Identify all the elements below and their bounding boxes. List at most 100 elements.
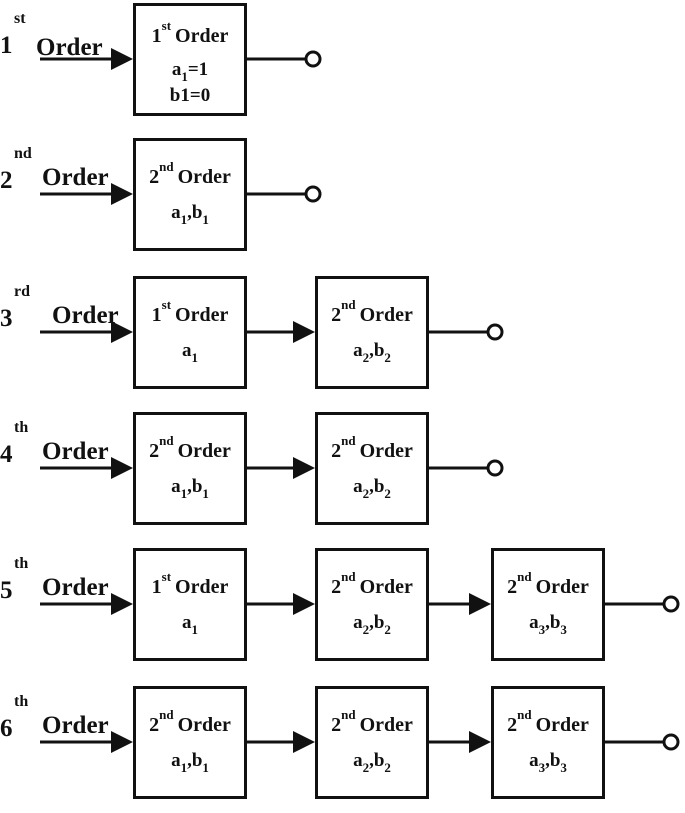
row-label-suffix: th (14, 419, 29, 436)
row-label-number: 1 (0, 32, 13, 59)
block-order-word: Order (177, 166, 231, 188)
block-coefficients: a2,b2 (353, 476, 391, 501)
connector-arrow-arrowhead (293, 731, 315, 753)
row-label-suffix: rd (14, 283, 30, 300)
input-arrow-row-3-arrowhead (111, 321, 133, 343)
block-order-number: 1 (151, 576, 162, 598)
output-terminal-icon (662, 595, 680, 613)
row-label-number: 2 (0, 167, 13, 194)
block-order-number: 2 (331, 304, 342, 326)
block-order-word: Order (359, 714, 413, 736)
block-coefficients: a1 (182, 612, 198, 637)
block-coefficients: b1=0 (169, 85, 211, 106)
block-order-word: Order (177, 440, 231, 462)
input-arrow-row-4-arrowhead (111, 457, 133, 479)
row-label-word: Order (42, 438, 109, 465)
block-order-number: 2 (507, 714, 518, 736)
block-coefficients: a3,b3 (529, 612, 567, 637)
block-order-suffix: nd (341, 569, 356, 584)
block-order-word: Order (359, 576, 413, 598)
output-terminal-icon (486, 323, 504, 341)
connector-arrow-arrowhead (469, 731, 491, 753)
output-terminal-icon (486, 459, 504, 477)
block-order-suffix: st (161, 569, 172, 584)
row-label-word: Order (42, 164, 109, 191)
connector-arrow-arrowhead (293, 321, 315, 343)
block-coefficients: a3,b3 (529, 750, 567, 775)
block-order-suffix: nd (341, 433, 356, 448)
block-coefficients: a1=1 (171, 59, 209, 84)
block-order-suffix: st (161, 18, 172, 33)
block-order-suffix: nd (517, 707, 532, 722)
row-label-number: 6 (0, 715, 13, 742)
block-order-word: Order (177, 714, 231, 736)
block-order-suffix: st (161, 297, 172, 312)
output-terminal-icon (304, 50, 322, 68)
block-coefficients: a2,b2 (353, 612, 391, 637)
block-order-number: 2 (331, 714, 342, 736)
block-order-word: Order (175, 576, 229, 598)
block-order-suffix: nd (159, 159, 174, 174)
block-order-number: 1 (151, 25, 162, 47)
block-order-number: 2 (149, 440, 160, 462)
block-coefficients: a1,b1 (171, 750, 209, 775)
row-label-suffix: th (14, 693, 29, 710)
connector-arrow-arrowhead (293, 593, 315, 615)
row-label-number: 4 (0, 441, 13, 468)
block-coefficients: a2,b2 (353, 340, 391, 365)
block-order-number: 2 (149, 166, 160, 188)
block-order-word: Order (535, 576, 589, 598)
row-label-word: Order (36, 34, 103, 61)
row-label-number: 3 (0, 305, 13, 332)
block-coefficients: a1 (182, 340, 198, 365)
row-label-suffix: nd (14, 145, 32, 162)
input-arrow-row-6-arrowhead (111, 731, 133, 753)
row-label-word: Order (42, 574, 109, 601)
block-coefficients: a2,b2 (353, 750, 391, 775)
block-order-number: 2 (331, 576, 342, 598)
output-terminal-icon (304, 185, 322, 203)
block-order-word: Order (535, 714, 589, 736)
row-label-word: Order (42, 712, 109, 739)
block-order-suffix: nd (159, 707, 174, 722)
block-order-suffix: nd (159, 433, 174, 448)
block-order-word: Order (359, 304, 413, 326)
row-label-suffix: st (14, 10, 26, 27)
row-label-word: Order (52, 302, 119, 329)
row-label-suffix: th (14, 555, 29, 572)
block-coefficients: a1,b1 (171, 476, 209, 501)
block-order-word: Order (175, 25, 229, 47)
input-arrow-row-2-arrowhead (111, 183, 133, 205)
block-order-word: Order (359, 440, 413, 462)
block-order-suffix: nd (341, 707, 356, 722)
input-arrow-row-5-arrowhead (111, 593, 133, 615)
connector-arrow-arrowhead (469, 593, 491, 615)
